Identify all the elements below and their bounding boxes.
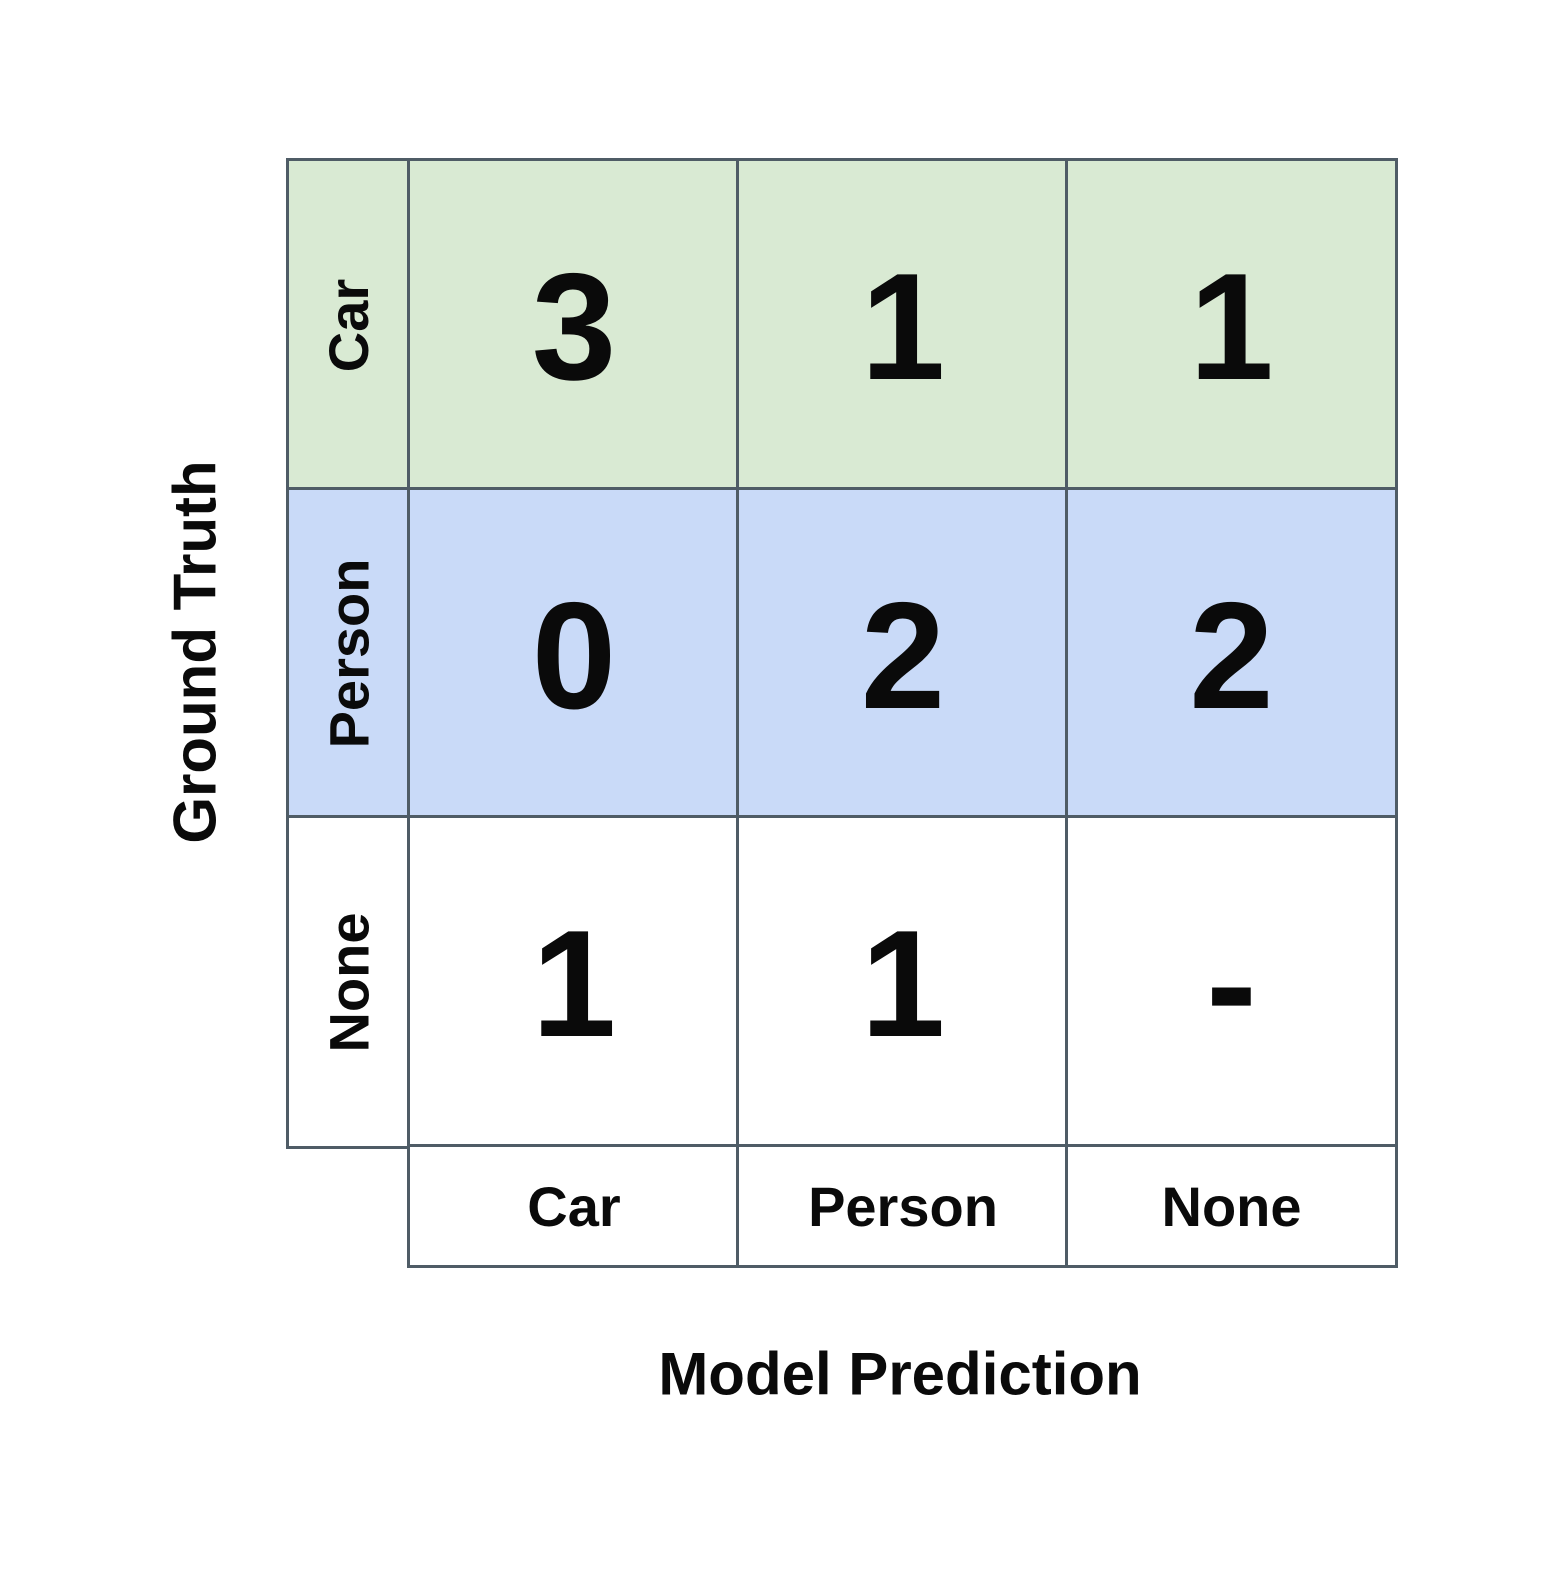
- row-label-cell-car: Car: [286, 158, 411, 492]
- matrix-cell-car-car: 3: [407, 158, 741, 492]
- row-label-none: None: [317, 912, 380, 1052]
- y-axis-title: Ground Truth: [161, 460, 229, 844]
- matrix-cell-none-person: 1: [736, 815, 1070, 1149]
- cell-value: 1: [531, 899, 617, 1069]
- col-label-cell-none: None: [1065, 1144, 1398, 1268]
- col-label-none: None: [1161, 1174, 1302, 1238]
- row-label-cell-person: Person: [286, 487, 411, 820]
- col-label-car: Car: [527, 1174, 621, 1238]
- row-label-cell-none: None: [286, 815, 411, 1149]
- matrix-cell-person-car: 0: [407, 487, 741, 820]
- cell-value: -: [1206, 899, 1257, 1069]
- col-label-cell-car: Car: [407, 1144, 741, 1268]
- row-label-car: Car: [316, 278, 380, 372]
- cell-value: 2: [1189, 570, 1274, 741]
- cell-value: 3: [531, 242, 617, 412]
- x-axis-title: Model Prediction: [658, 1340, 1142, 1408]
- matrix-cell-car-person: 1: [736, 158, 1070, 492]
- col-label-cell-person: Person: [736, 1144, 1070, 1268]
- cell-value: 1: [860, 242, 946, 412]
- matrix-cell-none-car: 1: [407, 815, 741, 1149]
- matrix-cell-car-none: 1: [1065, 158, 1398, 492]
- matrix-cell-person-person: 2: [736, 487, 1070, 820]
- cell-value: 1: [1189, 242, 1274, 412]
- col-label-person: Person: [808, 1174, 998, 1238]
- matrix-cell-none-none: -: [1065, 815, 1398, 1149]
- row-label-person: Person: [317, 558, 381, 749]
- matrix-cell-person-none: 2: [1065, 487, 1398, 820]
- cell-value: 2: [860, 570, 946, 741]
- cell-value: 0: [531, 570, 617, 741]
- cell-value: 1: [860, 899, 946, 1069]
